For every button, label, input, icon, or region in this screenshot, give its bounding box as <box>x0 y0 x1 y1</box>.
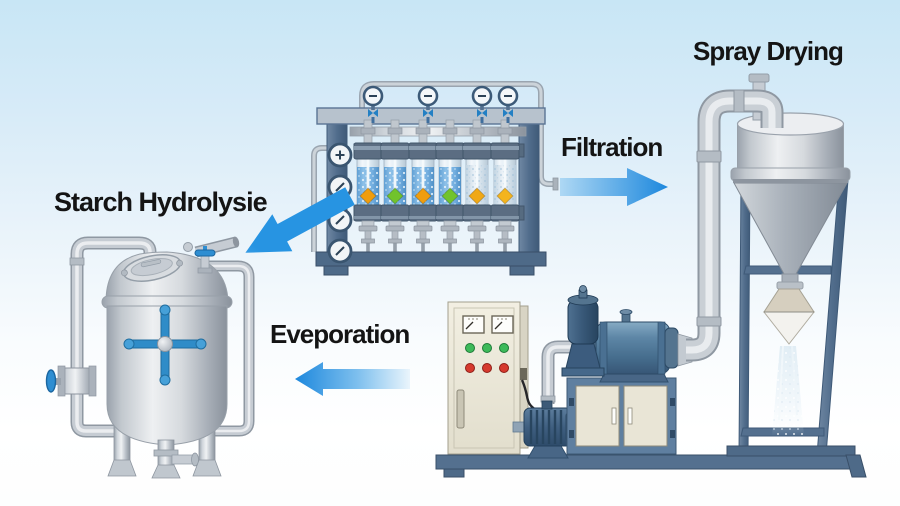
label-evaporation: Eveporation <box>270 319 410 349</box>
filter-column <box>353 142 383 256</box>
arrow-left-icon <box>295 362 410 396</box>
control-cabinet <box>447 301 529 455</box>
filter-column <box>490 142 520 256</box>
label-filtration: Filtration <box>561 132 663 162</box>
filter-columns <box>353 142 520 256</box>
hydrolysis-reactor-tank <box>45 236 255 479</box>
blower-unit <box>587 309 693 383</box>
filtration-skid <box>311 81 559 276</box>
motor-discharge-pipe <box>540 340 582 404</box>
tank-piping <box>69 236 255 438</box>
needle-gauge-icon <box>327 238 353 264</box>
cabinet-latch <box>520 368 527 380</box>
spray-dryer-cyclone <box>686 73 867 478</box>
dome-nozzle <box>183 242 193 252</box>
top-manifold-pipe <box>349 126 527 137</box>
skid-top-rail <box>316 107 546 125</box>
column-fittings <box>360 119 513 145</box>
tank-bottom-outlet <box>151 439 199 479</box>
skid-base <box>315 251 547 267</box>
rail-foot <box>443 468 465 478</box>
panel-meter-icon <box>462 315 485 334</box>
base-rail <box>435 454 851 470</box>
filter-column <box>462 142 492 256</box>
motor-fins <box>529 410 563 444</box>
dryer-right-foot <box>845 454 867 478</box>
door-handle <box>611 407 617 425</box>
label-spray-drying: Spray Drying <box>693 36 844 66</box>
dryer-base-plate <box>726 445 856 457</box>
skid-foot <box>509 265 535 276</box>
tank-manway <box>121 254 183 282</box>
blue-cross-agitator-icon <box>123 304 207 386</box>
powder-collector <box>762 288 816 345</box>
filter-column <box>380 142 410 256</box>
flow-arrows <box>245 168 668 396</box>
outlet-flange <box>776 281 804 290</box>
red-buttons <box>465 363 509 373</box>
air-transfer-pipe <box>686 73 784 362</box>
skid-foot <box>323 265 349 276</box>
cabinet-handle <box>456 389 465 429</box>
skid-sampling-pipes <box>311 81 559 252</box>
pump-compressor-skid <box>435 285 851 478</box>
cyclone-cone <box>733 182 848 275</box>
door-handle <box>627 407 633 425</box>
filter-column <box>435 142 465 256</box>
powder-spray-plume <box>772 346 804 436</box>
arrow-right-icon <box>560 168 668 206</box>
handwheel-valve-icon <box>45 365 97 397</box>
panel-meter-icon <box>491 315 514 334</box>
blue-handle-valve-icon <box>194 246 216 274</box>
arrow-down-left-icon <box>245 187 355 253</box>
skid-right-post <box>518 119 540 257</box>
filter-canister <box>561 285 605 377</box>
blower-cabinet <box>566 377 677 455</box>
label-starch-hydrolysis: Starch Hydrolysie <box>54 187 268 217</box>
rim-lip <box>733 179 848 183</box>
plus-gauge-icon <box>327 142 353 168</box>
filter-column <box>408 142 438 256</box>
green-buttons <box>465 343 509 353</box>
electric-motor <box>512 400 579 459</box>
